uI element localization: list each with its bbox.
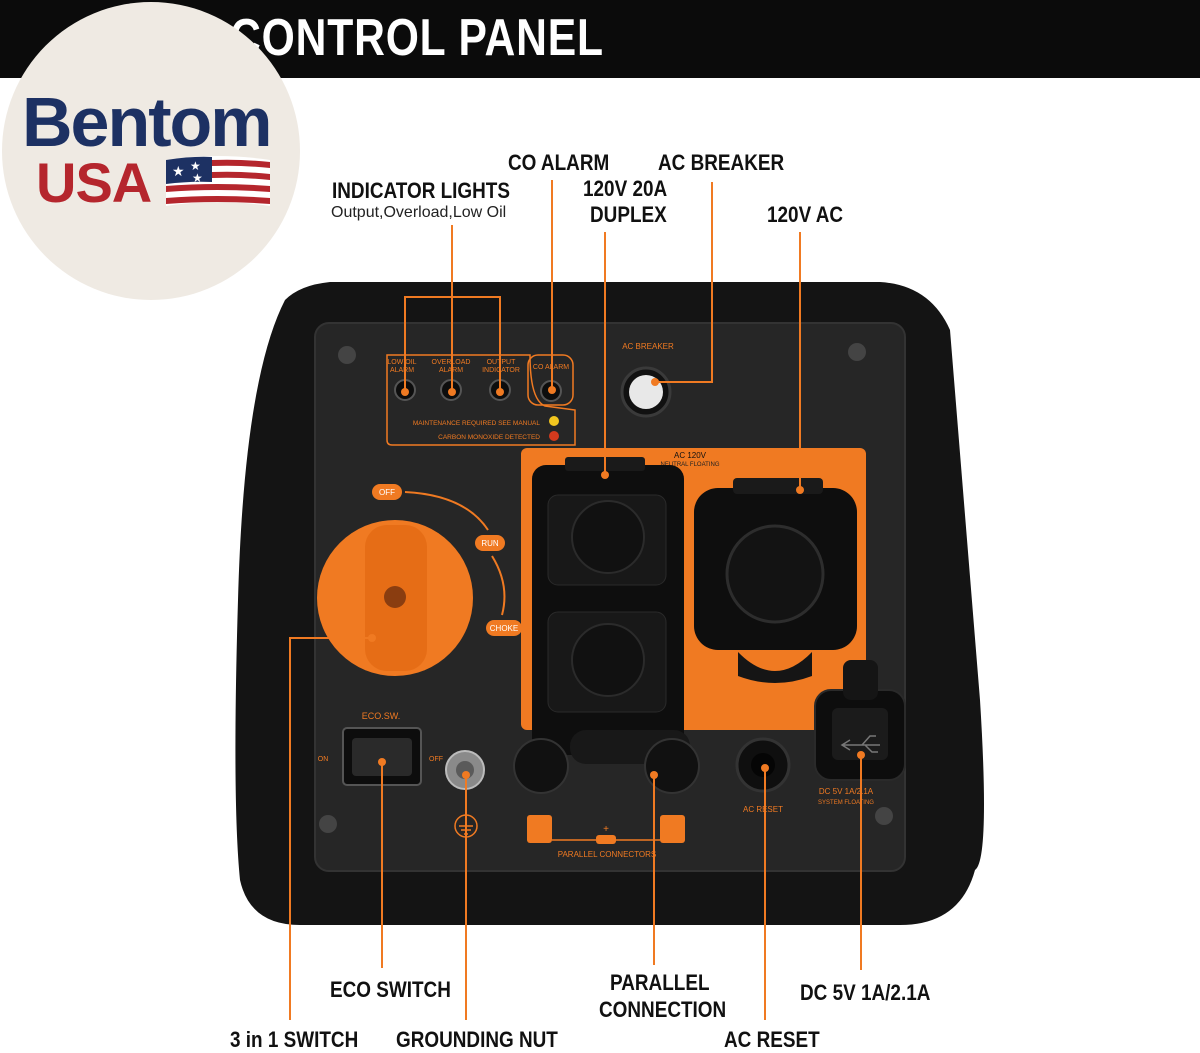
callout-duplex-line2: DUPLEX bbox=[590, 202, 667, 227]
maintenance-dot bbox=[549, 416, 559, 426]
panel-low-oil: LOW OIL bbox=[387, 359, 416, 366]
leader-ac-breaker bbox=[655, 182, 713, 383]
panel-ac-breaker: AC BREAKER bbox=[622, 342, 674, 351]
leader-indicator-lights bbox=[404, 225, 501, 392]
screw-icon bbox=[319, 815, 337, 833]
panel-alarm: ALARM bbox=[390, 367, 414, 374]
panel-neutral: NEUTRAL FLOATING bbox=[660, 462, 719, 468]
panel-ac-reset: AC RESET bbox=[743, 805, 783, 814]
panel-dc-label: DC 5V 1A/2.1A bbox=[819, 787, 874, 796]
panel-output: OUTPUT bbox=[487, 359, 517, 366]
panel-parallel-connectors: PARALLEL CONNECTORS bbox=[558, 850, 657, 859]
callout-ac-breaker: AC BREAKER bbox=[658, 150, 785, 175]
logo-usa-text: USA bbox=[36, 151, 152, 214]
callout-co-alarm: CO ALARM bbox=[508, 150, 610, 175]
callout-120v-ac: 120V AC bbox=[767, 202, 844, 227]
panel-on: ON bbox=[318, 756, 329, 763]
co-alarm-outline bbox=[527, 354, 574, 406]
callout-duplex-line1: 120V 20A bbox=[583, 176, 668, 201]
usb-icon bbox=[840, 735, 880, 753]
panel-plus: + bbox=[603, 824, 609, 835]
indicator-outline bbox=[386, 354, 576, 446]
panel-ac-120v: AC 120V bbox=[674, 451, 707, 460]
panel-maintenance: MAINTENANCE REQUIRED SEE MANUAL bbox=[413, 420, 541, 427]
callout-parallel-line1: PARALLEL bbox=[610, 970, 710, 995]
callout-indicator-lights-sub: Output,Overload,Low Oil bbox=[331, 204, 507, 221]
callout-indicator-lights: INDICATOR LIGHTS bbox=[332, 178, 510, 203]
screw-icon bbox=[848, 343, 866, 361]
parallel-connector-left bbox=[513, 738, 569, 794]
svg-text:★: ★ bbox=[192, 171, 203, 185]
callout-dc-5v: DC 5V 1A/2.1A bbox=[800, 980, 931, 1005]
svg-text:★: ★ bbox=[190, 159, 201, 173]
callout-ac-reset: AC RESET bbox=[724, 1027, 820, 1052]
panel-eco-sw: ECO.SW. bbox=[362, 711, 401, 721]
callout-eco-switch: ECO SWITCH bbox=[330, 977, 451, 1002]
us-flag-icon: ★ ★ ★ bbox=[166, 156, 270, 206]
parallel-connector-right bbox=[644, 738, 700, 794]
svg-text:★: ★ bbox=[172, 163, 185, 179]
callout-parallel-line2: CONNECTION bbox=[599, 997, 727, 1022]
panel-carbon: CARBON MONOXIDE DETECTED bbox=[438, 434, 540, 441]
screw-icon bbox=[875, 807, 893, 825]
panel-off: OFF bbox=[379, 488, 395, 497]
leader-3in1 bbox=[289, 637, 372, 1020]
screw-icon bbox=[338, 346, 356, 364]
callout-grounding-nut: GROUNDING NUT bbox=[396, 1027, 558, 1052]
brand-logo: Bentom USA ★ ★ ★ bbox=[2, 2, 300, 300]
panel-system-floating: SYSTEM FLOATING bbox=[818, 800, 874, 806]
panel-off-small: OFF bbox=[429, 756, 443, 763]
callout-3-in-1-switch: 3 in 1 SWITCH bbox=[230, 1027, 359, 1052]
logo-brand-name: Bentom bbox=[22, 83, 273, 161]
panel-choke: CHOKE bbox=[490, 624, 518, 633]
panel-run: RUN bbox=[481, 539, 499, 548]
carbon-dot bbox=[549, 431, 559, 441]
banner-title: CONTROL PANEL bbox=[230, 9, 604, 67]
